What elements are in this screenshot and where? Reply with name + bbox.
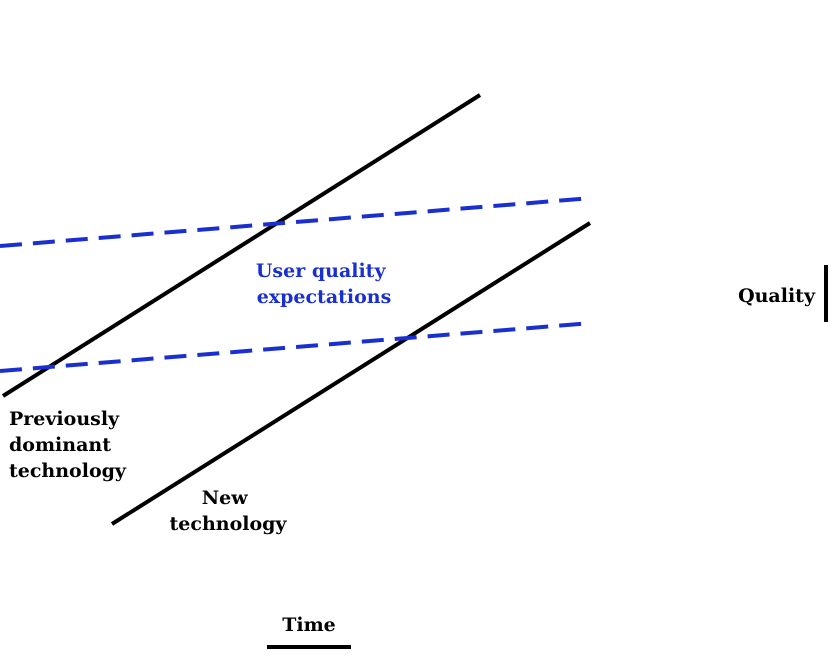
- lower-expectation-line: [0, 321, 593, 373]
- new-technology-label: New technology: [170, 487, 288, 535]
- new-technology-line: [110, 221, 592, 526]
- user-expectations-label: User quality expectations: [256, 260, 392, 308]
- previous-technology-label: Previously dominant technology: [9, 408, 127, 482]
- previous-technology-line: [1, 93, 482, 398]
- quality-axis-label: Quality: [738, 285, 816, 307]
- upper-expectation-line: [0, 196, 593, 248]
- time-axis-label: Time: [282, 614, 336, 636]
